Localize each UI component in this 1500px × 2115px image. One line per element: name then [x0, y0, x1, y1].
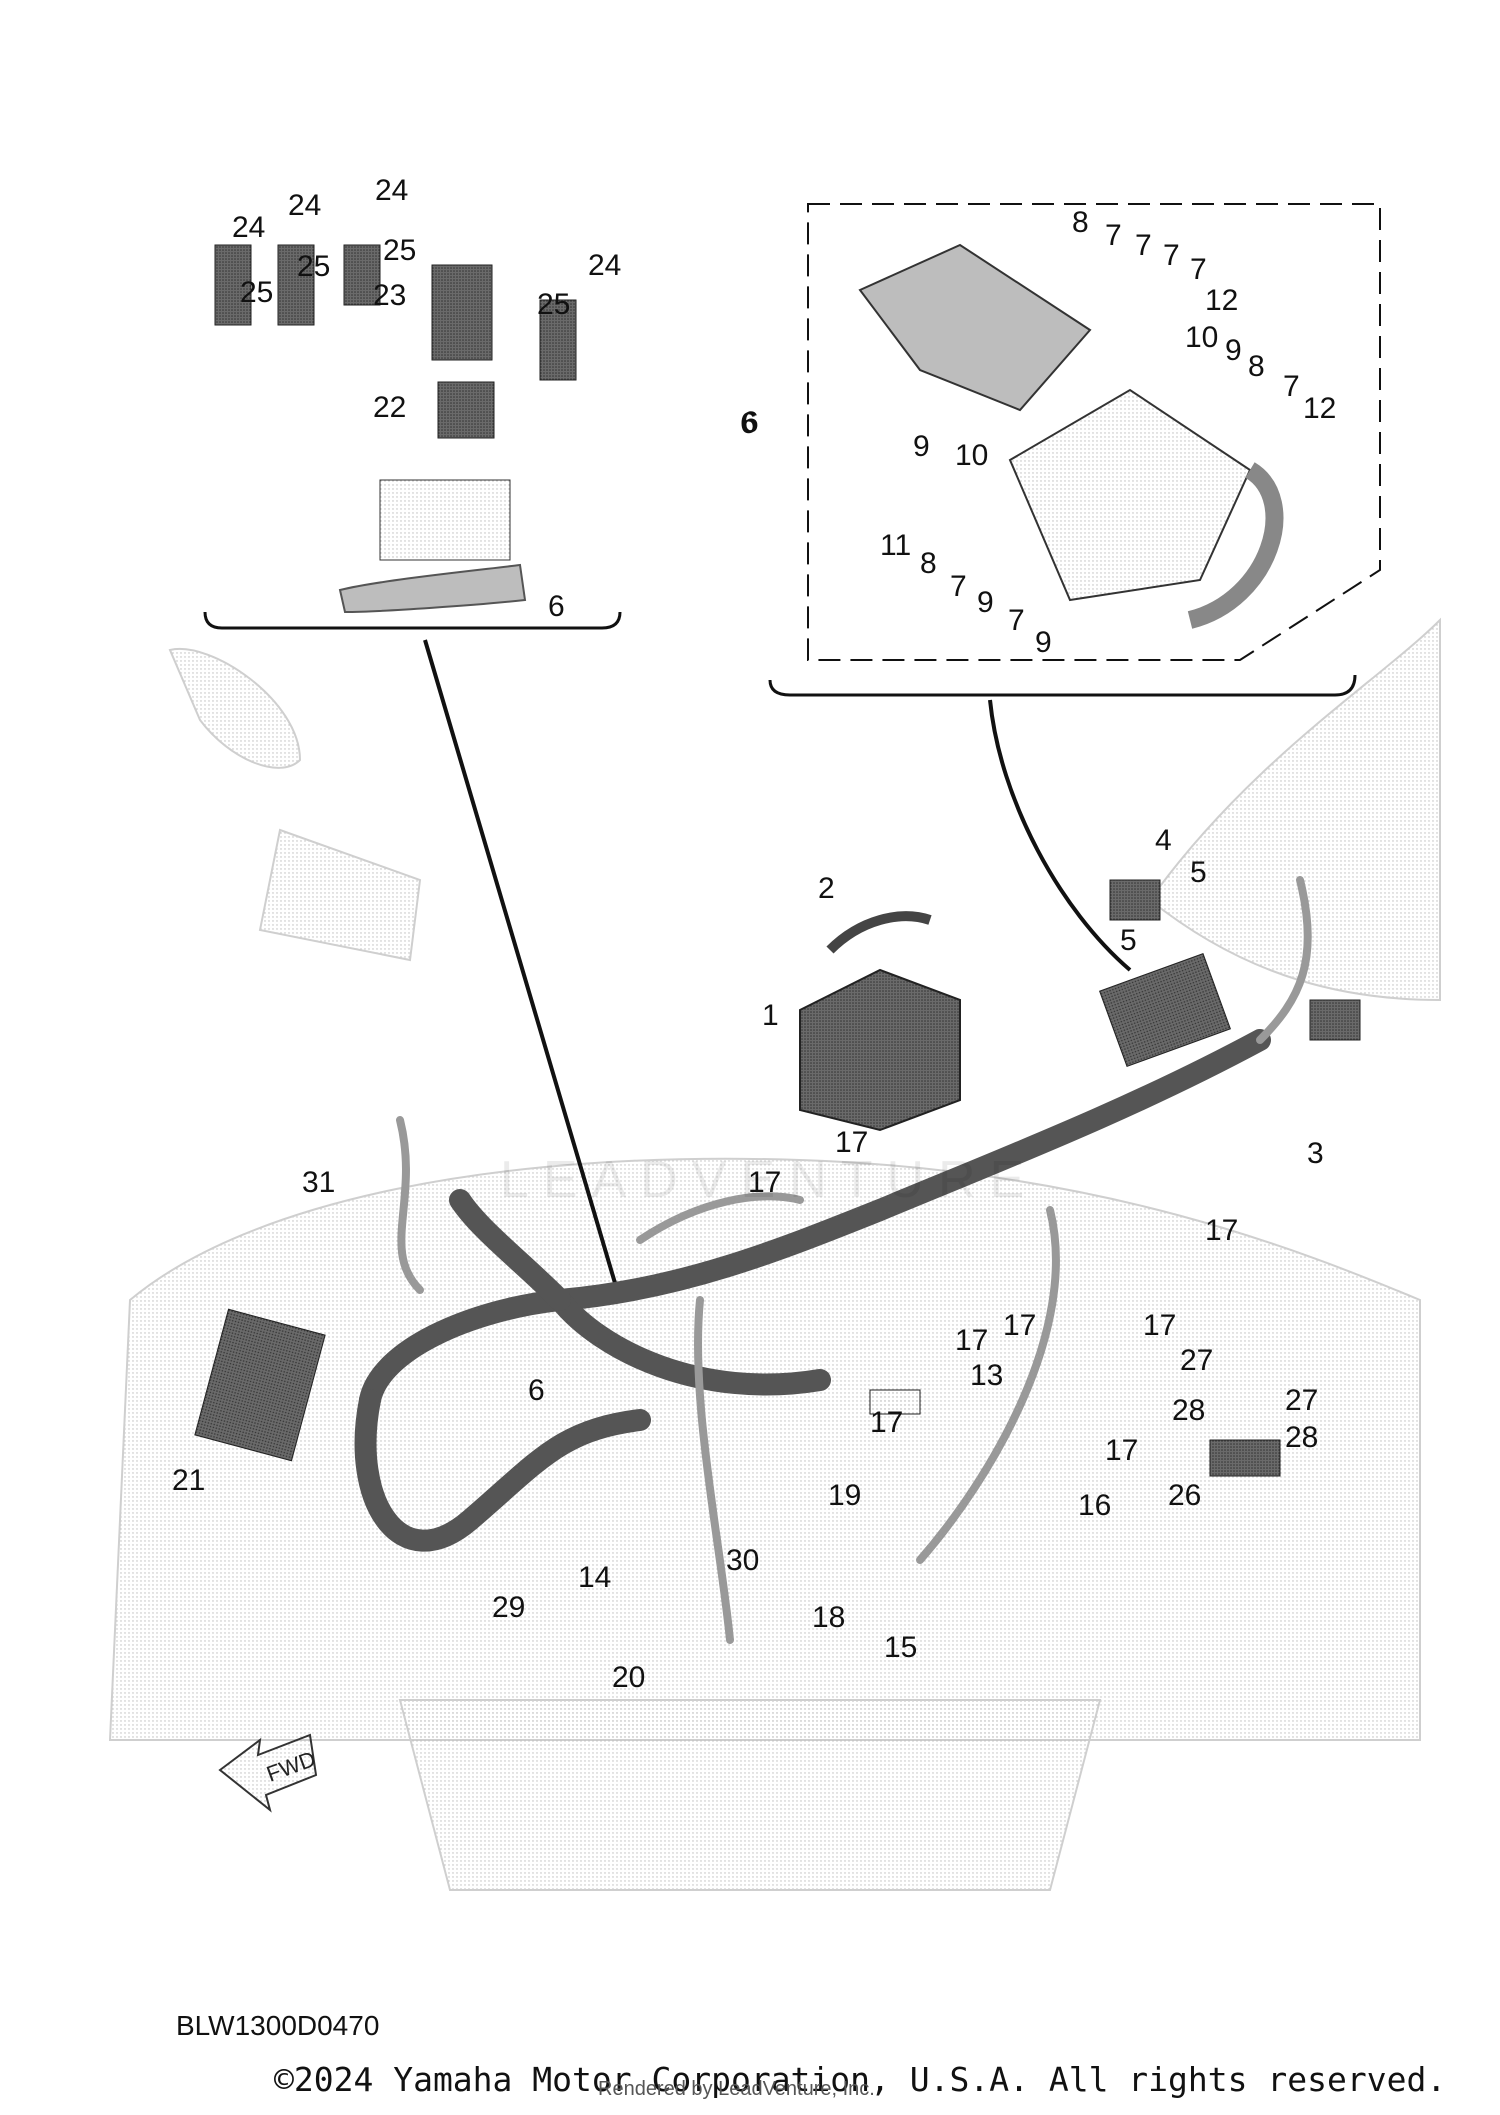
- callout-20: 20: [612, 1661, 645, 1694]
- callout-8: 8: [1072, 206, 1089, 239]
- callout-8: 8: [920, 547, 937, 580]
- callout-22: 22: [373, 391, 406, 424]
- relay-26: [1209, 1439, 1281, 1477]
- callout-27: 27: [1180, 1344, 1213, 1377]
- part-19: [869, 1389, 921, 1415]
- callout-17: 17: [955, 1324, 988, 1357]
- callout-6: 6: [528, 1374, 545, 1407]
- callout-7: 7: [950, 570, 967, 603]
- callout-7: 7: [1163, 239, 1180, 272]
- callout-28: 28: [1285, 1421, 1318, 1454]
- callout-15: 15: [884, 1631, 917, 1664]
- callout-4: 4: [1155, 824, 1172, 857]
- rendered-by-credit: Rendered by LeadVenture, Inc.: [598, 2078, 875, 2100]
- diagram-code: BLW1300D0470: [176, 2010, 380, 2041]
- callout-2: 2: [818, 872, 835, 905]
- callout-6: 6: [740, 407, 757, 440]
- callout-8: 8: [1248, 350, 1265, 383]
- part-3: [1309, 999, 1361, 1041]
- callout-9: 9: [1225, 334, 1242, 367]
- callout-21: 21: [172, 1464, 205, 1497]
- callout-31: 31: [302, 1166, 335, 1199]
- control-unit: [194, 1308, 326, 1462]
- callout-17: 17: [1003, 1309, 1036, 1342]
- leader-line-left-inset: [423, 639, 622, 1301]
- callout-5: 5: [1120, 924, 1137, 957]
- callout-9: 9: [977, 586, 994, 619]
- callout-27: 27: [1285, 1384, 1318, 1417]
- callout-9: 9: [1035, 626, 1052, 659]
- callout-23: 23: [373, 279, 406, 312]
- branch-wires: [396, 876, 1312, 1644]
- callout-29: 29: [492, 1591, 525, 1624]
- callout-24: 24: [375, 174, 408, 207]
- callout-30: 30: [726, 1544, 759, 1577]
- callout-12: 12: [1205, 284, 1238, 317]
- callout-7: 7: [1008, 604, 1025, 637]
- callout-18: 18: [812, 1601, 845, 1634]
- callout-17: 17: [1143, 1309, 1176, 1342]
- fuse-box: [1098, 952, 1232, 1068]
- callout-17: 17: [835, 1126, 868, 1159]
- callout-28: 28: [1172, 1394, 1205, 1427]
- callout-25: 25: [297, 250, 330, 283]
- callout-25: 25: [537, 288, 570, 321]
- main-wire-harness: [354, 1029, 1271, 1552]
- callout-9: 9: [913, 430, 930, 463]
- callout-17: 17: [748, 1166, 781, 1199]
- callout-3: 3: [1307, 1137, 1324, 1170]
- callout-17: 17: [1205, 1214, 1238, 1247]
- callout-labels: 24 24 24 24 25 25 25 25 23 22 6 6 6 8 8 …: [172, 174, 1336, 1694]
- watermark: LEADVENTURE: [500, 1151, 1039, 1209]
- fuse-box-inset: [768, 203, 1381, 697]
- callout-24: 24: [288, 189, 321, 222]
- leader-line-right-inset: [988, 699, 1132, 972]
- battery-band: [826, 911, 932, 954]
- callout-6: 6: [742, 406, 759, 439]
- callout-7: 7: [1105, 219, 1122, 252]
- callout-10: 10: [955, 439, 988, 472]
- copyright-notice: ©2024 Yamaha Motor Corporation, U.S.A. A…: [274, 2060, 1447, 2099]
- callout-19: 19: [828, 1479, 861, 1512]
- callout-14: 14: [578, 1561, 611, 1594]
- part-4: [1109, 879, 1161, 921]
- battery: [799, 968, 961, 1132]
- callout-11: 11: [880, 529, 911, 562]
- callout-17: 17: [1105, 1434, 1138, 1467]
- callout-12: 12: [1303, 392, 1336, 425]
- callout-25: 25: [383, 234, 416, 267]
- callout-17: 17: [870, 1406, 903, 1439]
- callout-5: 5: [1190, 856, 1207, 889]
- motorcycle-background: [108, 617, 1441, 1891]
- relay-inset: [203, 244, 622, 630]
- callout-10: 10: [1185, 321, 1218, 354]
- callout-25: 25: [240, 276, 273, 309]
- callout-24: 24: [232, 211, 265, 244]
- forward-direction-arrow: FWD: [218, 1733, 319, 1813]
- callout-7: 7: [1135, 229, 1152, 262]
- callout-6: 6: [548, 590, 565, 623]
- callout-26: 26: [1168, 1479, 1201, 1512]
- callout-1: 1: [762, 999, 779, 1032]
- callout-13: 13: [970, 1359, 1003, 1392]
- callout-24: 24: [588, 249, 621, 282]
- callout-7: 7: [1283, 370, 1300, 403]
- callout-7: 7: [1190, 253, 1207, 286]
- callout-16: 16: [1078, 1489, 1111, 1522]
